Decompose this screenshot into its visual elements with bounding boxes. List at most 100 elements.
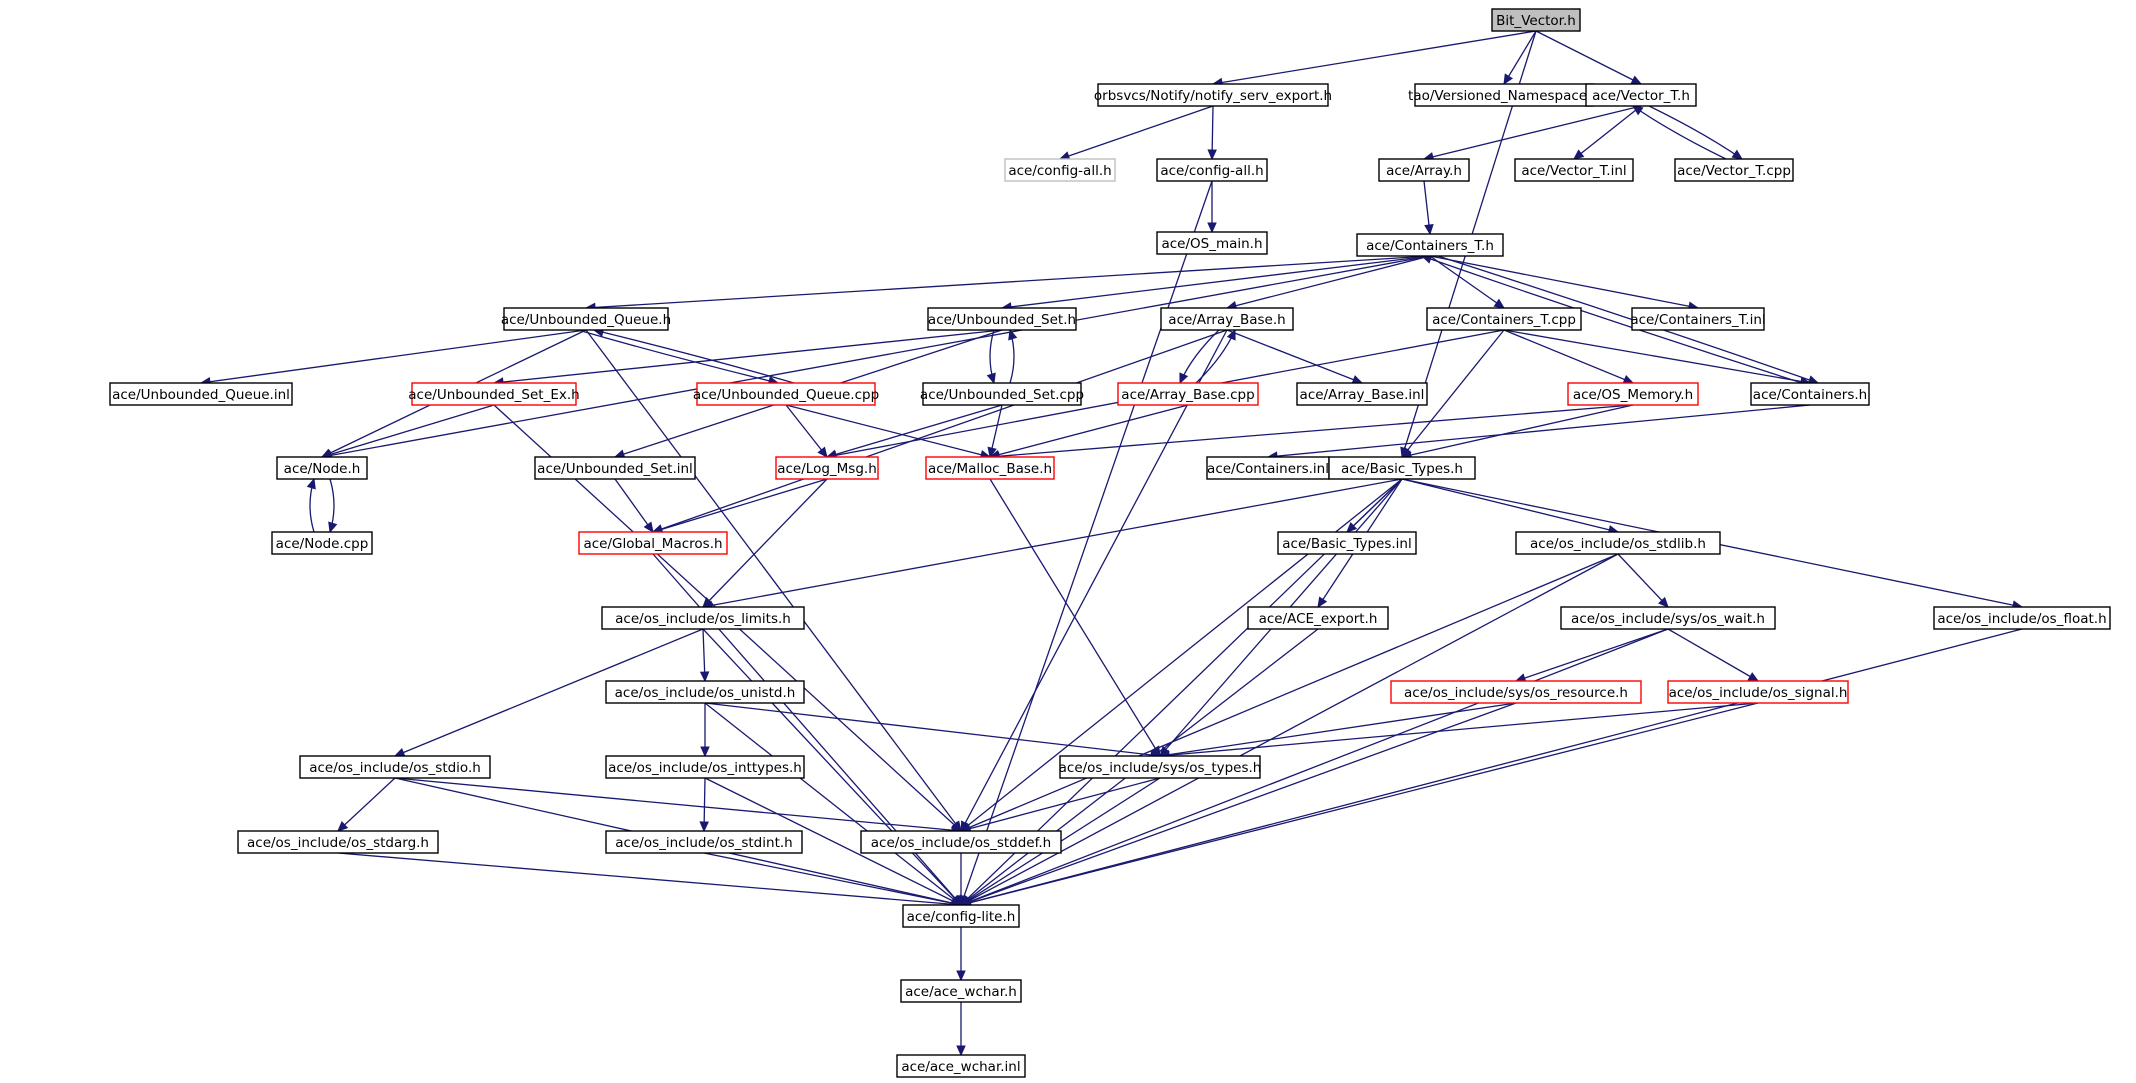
node-label: ace/Array_Base.h [1168,312,1285,328]
node-vector-cpp[interactable]: ace/Vector_T.cpp [1674,158,1794,182]
edge-array_base_cpp-to-malloc_base [989,404,1189,458]
node-box [775,456,879,480]
node-box [1674,158,1794,182]
node-box [605,755,805,779]
node-os-stdlib[interactable]: ace/os_include/os_stdlib.h [1515,531,1721,555]
node-os-limits[interactable]: ace/os_include/os_limits.h [601,606,805,630]
node-box [925,456,1055,480]
edge-containers_cpp-to-os_memory [1503,329,1634,384]
node-config-all-grey[interactable]: ace/config-all.h [1004,158,1116,182]
node-label: ace/os_include/os_stdio.h [309,760,481,776]
node-os-signal[interactable]: ace/os_include/os_signal.h [1667,680,1849,704]
edge-bit_vector-to-notify [1212,30,1537,85]
node-containers-h[interactable]: ace/Containers.h [1750,382,1870,406]
node-array-base-cpp[interactable]: ace/Array_Base.cpp [1117,382,1259,406]
edge-containers_t-to-node_h [321,255,1431,458]
edge-array_base_cpp-to-array_base [1195,329,1236,384]
node-ub-set[interactable]: ace/Unbounded_Set.h [927,307,1077,331]
node-ub-queue-cpp[interactable]: ace/Unbounded_Queue.cpp [693,382,879,406]
edge-ub_set_ex-to-node_h [321,404,495,458]
edge-ub_queue-to-ub_queue_cpp [577,329,779,384]
node-ace-export[interactable]: ace/ACE_export.h [1247,606,1389,630]
node-os-stddef[interactable]: ace/os_include/os_stddef.h [860,830,1062,854]
node-vector-t[interactable]: ace/Vector_T.h [1585,83,1697,107]
node-malloc-base[interactable]: ace/Malloc_Base.h [925,456,1055,480]
node-os-stdarg[interactable]: ace/os_include/os_stdarg.h [237,830,439,854]
node-ace-wchar-inl[interactable]: ace/ace_wchar.inl [896,1054,1026,1078]
node-ub-queue-inl[interactable]: ace/Unbounded_Queue.inl [109,382,293,406]
node-config-lite[interactable]: ace/config-lite.h [902,904,1020,928]
node-label: ace/os_include/sys/os_wait.h [1571,611,1765,627]
node-config-all[interactable]: ace/config-all.h [1156,158,1268,182]
node-array-base-inl[interactable]: ace/Array_Base.inl [1296,382,1428,406]
node-box [1515,531,1721,555]
node-ub-queue[interactable]: ace/Unbounded_Queue.h [501,307,671,331]
node-box [696,382,876,406]
node-log-msg[interactable]: ace/Log_Msg.h [775,456,879,480]
node-label: ace/Containers.inl [1207,461,1329,477]
node-label: ace/Basic_Types.inl [1282,536,1411,552]
edge-vector_t-to-vector_cpp [1648,105,1743,160]
node-os-main[interactable]: ace/OS_main.h [1156,231,1268,255]
node-os-stdint[interactable]: ace/os_include/os_stdint.h [605,830,803,854]
node-box [503,307,669,331]
node-label: ace/Unbounded_Queue.h [501,312,671,328]
node-containers-cpp[interactable]: ace/Containers_T.cpp [1426,307,1582,331]
node-bit-vector[interactable]: Bit_Vector.h [1491,8,1581,32]
node-containers-inl-t[interactable]: ace/Containers_T.inl [1630,307,1766,331]
node-os-inttypes[interactable]: ace/os_include/os_inttypes.h [605,755,805,779]
node-notify[interactable]: orbsvcs/Notify/notify_serv_export.h [1094,83,1332,107]
edge-os_stdarg-to-config_lite [337,852,962,906]
node-box [411,382,577,406]
edge-log_msg-to-os_limits [702,478,828,608]
edge-os_resource-to-config_lite [960,702,1517,906]
node-label: ace/os_include/sys/os_types.h [1059,760,1262,776]
node-ub-set-ex[interactable]: ace/Unbounded_Set_Ex.h [408,382,580,406]
node-os-resource[interactable]: ace/os_include/sys/os_resource.h [1390,680,1642,704]
node-global-macros[interactable]: ace/Global_Macros.h [578,531,728,555]
node-containers-t[interactable]: ace/Containers_T.h [1356,233,1504,257]
arrowhead-ace_wchar-to-ace_wchar_inl [956,1045,966,1057]
edge-log_msg-to-global_macros [652,478,828,533]
node-label: ace/Unbounded_Set.cpp [920,387,1084,403]
edge-os_stdint-to-config_lite [703,852,962,906]
node-box [1247,606,1389,630]
node-array[interactable]: ace/Array.h [1378,158,1470,182]
edge-ub_queue_cpp-to-ub_queue [593,329,795,384]
node-array-base[interactable]: ace/Array_Base.h [1160,307,1294,331]
edge-os_float-to-config_lite [960,628,2023,906]
edge-bit_vector-to-vector_t [1535,30,1642,85]
arrowhead-array-to-containers_t [1424,224,1434,236]
node-vector-inl[interactable]: ace/Vector_T.inl [1514,158,1634,182]
node-os-memory[interactable]: ace/OS_Memory.h [1567,382,1699,406]
node-ub-set-cpp[interactable]: ace/Unbounded_Set.cpp [920,382,1084,406]
node-os-wait[interactable]: ace/os_include/sys/os_wait.h [1560,606,1776,630]
node-label: ace/Vector_T.cpp [1677,163,1791,179]
node-os-float[interactable]: ace/os_include/os_float.h [1933,606,2111,630]
node-containers-inl[interactable]: ace/Containers.inl [1206,456,1330,480]
node-ub-set-inl[interactable]: ace/Unbounded_Set.inl [534,456,696,480]
node-basic-types-inl[interactable]: ace/Basic_Types.inl [1277,531,1417,555]
node-label: ace/os_include/os_stdarg.h [247,835,429,851]
edge-os_inttypes-to-config_lite [704,777,962,906]
arrowhead-os_types-to-config_lite [959,895,972,906]
edge-os_limits-to-config_lite [702,628,962,906]
node-node-h[interactable]: ace/Node.h [276,456,368,480]
node-ace-wchar[interactable]: ace/ace_wchar.h [900,979,1022,1003]
node-label: ace/Node.cpp [276,536,369,552]
node-box [1631,307,1765,331]
edge-config_all-to-config_lite [960,180,1213,906]
edge-ub_queue_cpp-to-log_msg [785,404,828,458]
node-os-types[interactable]: ace/os_include/sys/os_types.h [1059,755,1262,779]
node-box [902,904,1020,928]
edge-os_resource-to-os_types [1159,702,1517,757]
node-basic-types[interactable]: ace/Basic_Types.h [1328,456,1476,480]
node-os-unistd[interactable]: ace/os_include/os_unistd.h [605,680,805,704]
node-box [1567,382,1699,406]
node-node-cpp[interactable]: ace/Node.cpp [271,531,373,555]
edge-os_stdio-to-os_stddef [394,777,962,832]
node-os-stdio[interactable]: ace/os_include/os_stdio.h [299,755,491,779]
node-tao-ns[interactable]: tao/Versioned_Namespace.h [1408,83,1600,107]
node-box [605,680,805,704]
